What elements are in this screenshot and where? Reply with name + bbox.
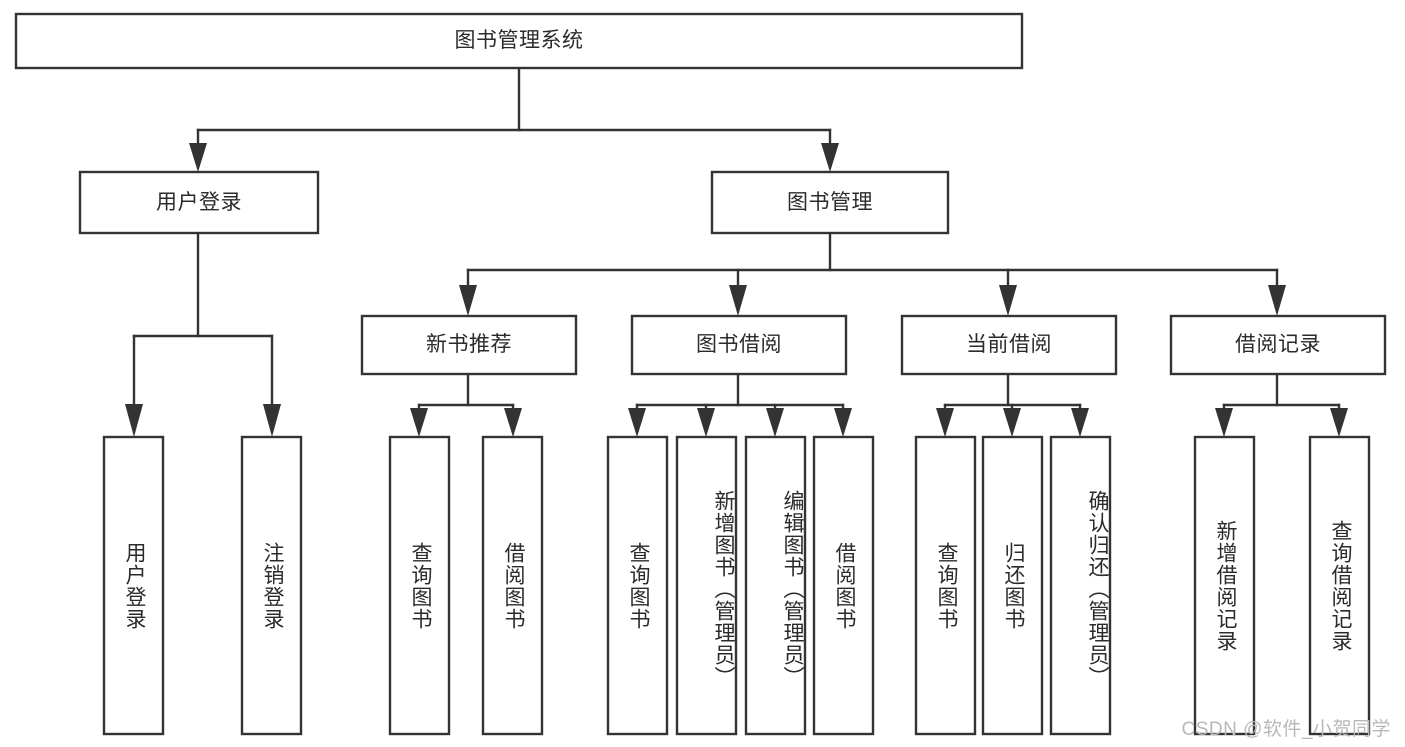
- arrowhead-borrow-record: [1268, 285, 1286, 316]
- arrowhead-leaf-return-book: [1003, 408, 1021, 437]
- arrowhead-leaf-edit-book: [766, 408, 784, 437]
- node-leaf-query-book-2[interactable]: [606, 435, 669, 736]
- node-leaf-borrow-book-1[interactable]: [481, 435, 544, 736]
- node-leaf-return-book[interactable]: [981, 435, 1044, 736]
- node-root[interactable]: [14, 12, 1024, 70]
- arrowhead-user-login: [189, 143, 207, 172]
- node-leaf-user-login[interactable]: [102, 435, 165, 736]
- node-leaf-add-book[interactable]: [675, 435, 738, 736]
- node-leaf-query-record[interactable]: [1308, 435, 1371, 736]
- arrowhead-leaf-add-record: [1215, 408, 1233, 437]
- arrowhead-leaf-query-record: [1330, 408, 1348, 437]
- arrowhead-leaf-query-book-3: [936, 408, 954, 437]
- arrowhead-leaf-add-book: [697, 408, 715, 437]
- node-leaf-confirm-return[interactable]: [1049, 435, 1112, 736]
- node-book-manage[interactable]: [710, 170, 950, 235]
- node-leaf-query-book-3[interactable]: [914, 435, 977, 736]
- node-book-borrow[interactable]: [630, 314, 848, 376]
- arrowhead-leaf-confirm-return: [1071, 408, 1089, 437]
- arrowhead-book-manage: [821, 143, 839, 172]
- node-user-login[interactable]: [78, 170, 320, 235]
- arrowhead-book-borrow: [729, 285, 747, 316]
- connector-layer: [125, 66, 1348, 437]
- arrowhead-leaf-borrow-book-2: [834, 408, 852, 437]
- arrowhead-new-book-recommend: [459, 285, 477, 316]
- node-new-book-recommend[interactable]: [360, 314, 578, 376]
- arrowhead-leaf-query-book-1: [410, 408, 428, 437]
- node-leaf-logout[interactable]: [240, 435, 303, 736]
- node-borrow-record[interactable]: [1169, 314, 1387, 376]
- arrowhead-leaf-user-login: [125, 404, 143, 437]
- arrowhead-current-borrow: [999, 285, 1017, 316]
- node-leaf-query-book-1[interactable]: [388, 435, 451, 736]
- arrowhead-leaf-borrow-book-1: [504, 408, 522, 437]
- arrowhead-leaf-logout: [263, 404, 281, 437]
- node-leaf-add-record[interactable]: [1193, 435, 1256, 736]
- node-current-borrow[interactable]: [900, 314, 1118, 376]
- node-leaf-borrow-book-2[interactable]: [812, 435, 875, 736]
- node-leaf-edit-book[interactable]: [744, 435, 807, 736]
- node-layer: [14, 12, 1387, 736]
- arrowhead-leaf-query-book-2: [628, 408, 646, 437]
